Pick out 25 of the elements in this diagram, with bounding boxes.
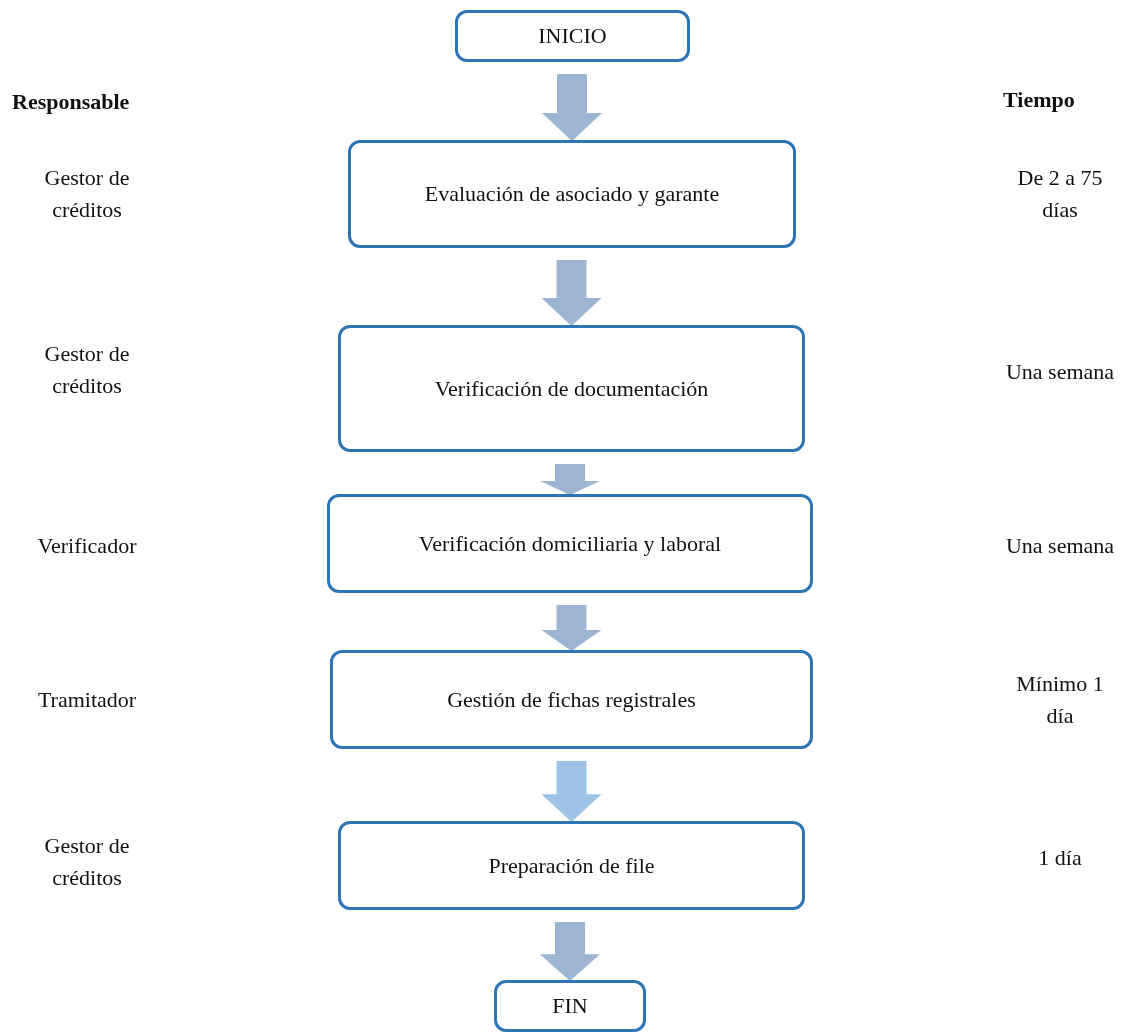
process-box: Verificación de documentación <box>338 325 805 452</box>
role-text: Gestor de créditos <box>43 832 131 892</box>
role-text: Tramitador <box>36 686 138 714</box>
block-arrow <box>540 464 600 495</box>
block-arrow <box>541 605 602 651</box>
column-heading: Tiempo <box>1003 86 1076 114</box>
block-arrow <box>542 74 602 141</box>
block-arrow <box>541 260 602 326</box>
process-box: Evaluación de asociado y garante <box>348 140 796 248</box>
role-text: Verificador <box>36 532 138 560</box>
duration-text: 1 día <box>1037 844 1083 872</box>
duration-text: Mínimo 1 día <box>1015 670 1105 730</box>
role-text: Gestor de créditos <box>43 164 131 224</box>
duration-text: Una semana <box>1004 358 1116 386</box>
role-text: Gestor de créditos <box>43 340 131 400</box>
process-box: Verificación domiciliaria y laboral <box>327 494 813 593</box>
column-heading: Responsable <box>12 88 131 116</box>
block-arrow <box>540 922 600 981</box>
duration-text: De 2 a 75 días <box>1016 164 1104 224</box>
process-box: Preparación de file <box>338 821 805 910</box>
terminal-box: FIN <box>494 980 646 1032</box>
process-box: Gestión de fichas registrales <box>330 650 813 749</box>
block-arrow <box>541 761 602 822</box>
duration-text: Una semana <box>1004 532 1116 560</box>
terminal-box: INICIO <box>455 10 690 62</box>
